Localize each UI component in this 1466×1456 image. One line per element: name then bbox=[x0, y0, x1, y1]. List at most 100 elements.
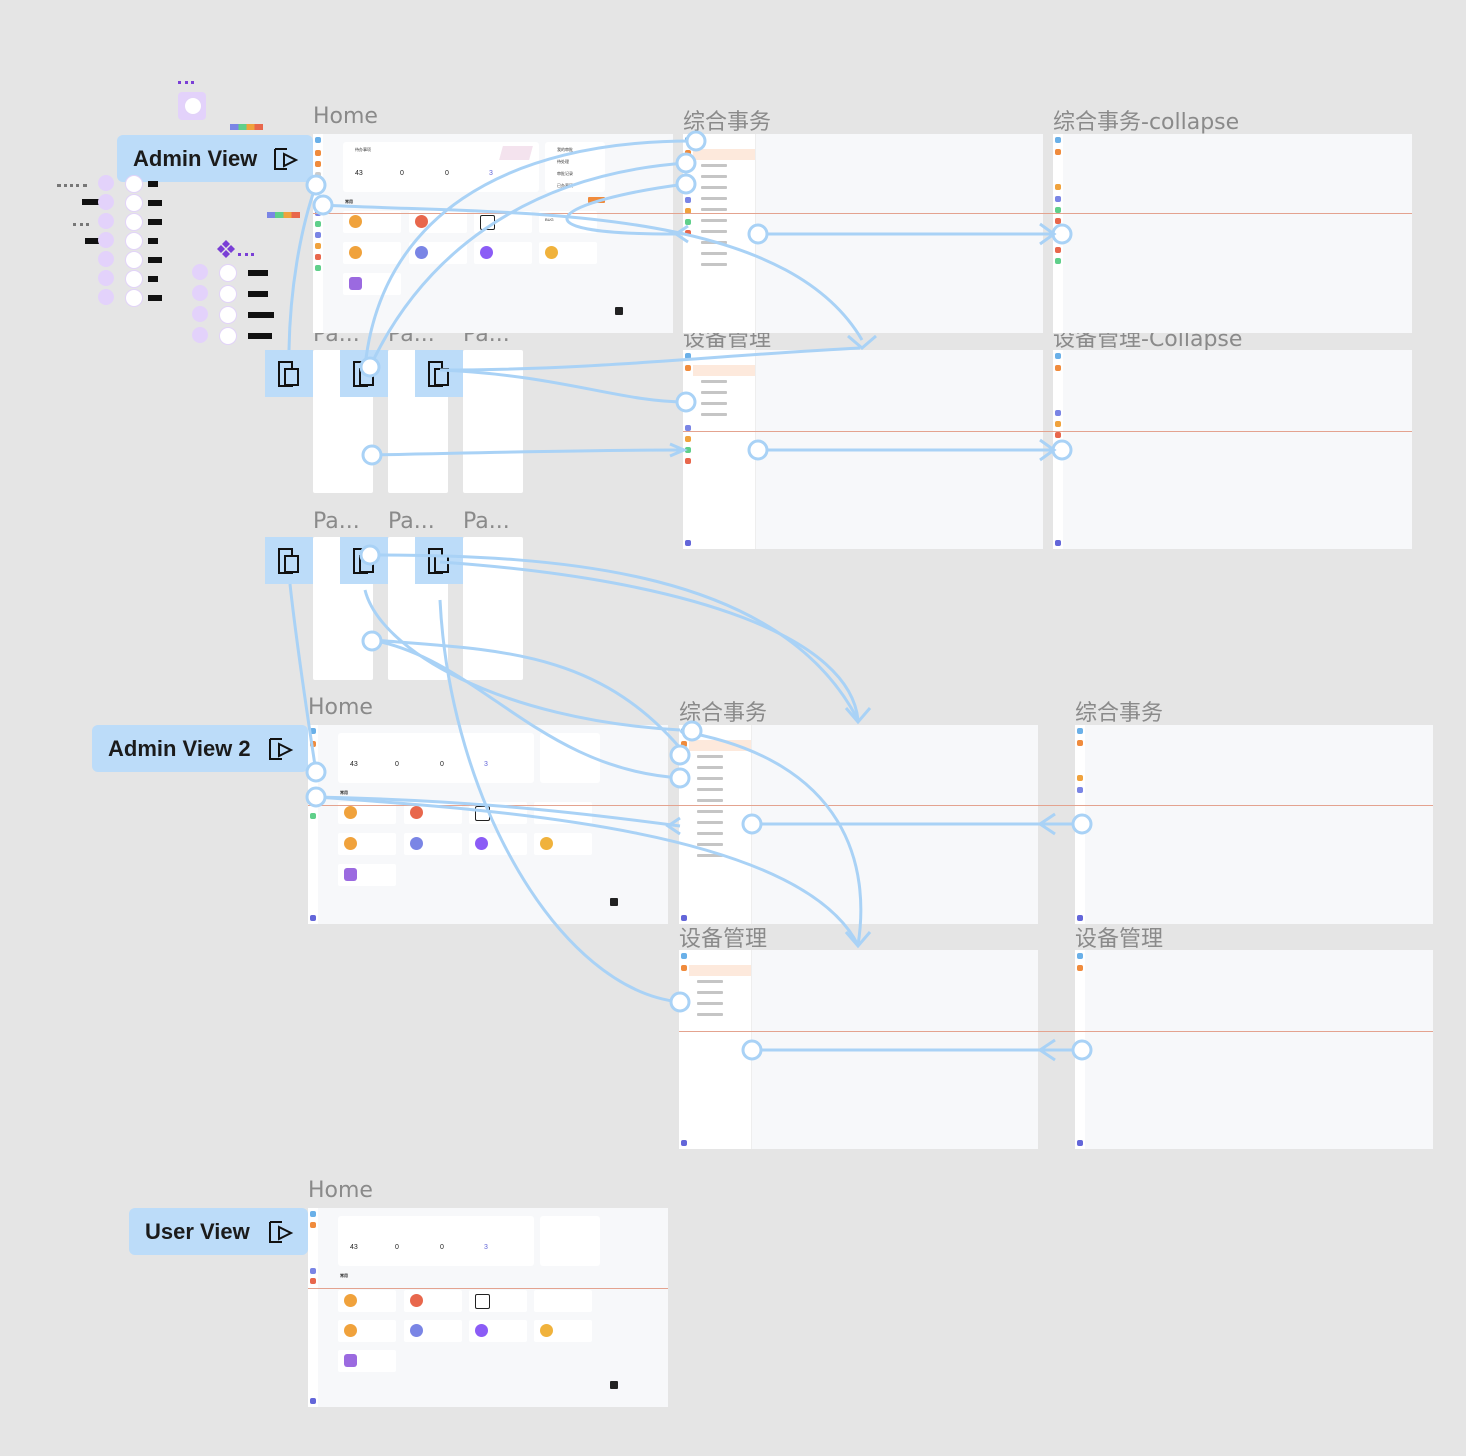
app-tile[interactable] bbox=[534, 1290, 592, 1312]
sidebar bbox=[679, 950, 689, 1149]
app-tile[interactable] bbox=[474, 242, 532, 264]
sidebar bbox=[683, 134, 693, 333]
app-tile[interactable] bbox=[404, 1290, 462, 1312]
quick-link[interactable]: 审批记录 bbox=[557, 171, 573, 176]
frame-title-zonghe-2[interactable]: 综合事务 bbox=[679, 701, 768, 726]
quick-links-card bbox=[540, 1216, 600, 1266]
quick-link[interactable]: 待处理 bbox=[557, 159, 569, 164]
todo-card: 待办事项 43 0 0 3 bbox=[343, 142, 539, 192]
frame-title-shebei-2[interactable]: 设备管理 bbox=[679, 927, 768, 952]
shebei-screen-3[interactable] bbox=[1075, 950, 1433, 1149]
frame-title-pa[interactable]: Pa... bbox=[313, 509, 360, 534]
component-label bbox=[85, 238, 99, 244]
frame-title-pa[interactable]: Pa... bbox=[463, 509, 510, 534]
sidebar bbox=[1053, 350, 1063, 549]
app-tile[interactable] bbox=[343, 211, 401, 233]
component-node[interactable] bbox=[184, 97, 202, 115]
app-tile[interactable] bbox=[338, 833, 396, 855]
app-tile[interactable] bbox=[474, 211, 532, 233]
quick-links-card bbox=[540, 733, 600, 783]
app-tile[interactable] bbox=[338, 1320, 396, 1342]
home-screen[interactable]: 待办事项 43 0 0 3 我的审批 待处理 审批记录 已办事项 常用 BUG bbox=[313, 134, 673, 333]
frame-title-zonghe-3[interactable]: 综合事务 bbox=[1075, 701, 1164, 726]
shebei-screen[interactable] bbox=[683, 350, 1043, 549]
copy-frame-icon[interactable] bbox=[265, 537, 313, 584]
stat-value: 0 bbox=[395, 1244, 399, 1251]
todo-card: 43 0 0 3 bbox=[338, 733, 534, 783]
zonghe-screen-3[interactable] bbox=[1075, 725, 1433, 924]
app-tile[interactable] bbox=[409, 211, 467, 233]
todo-title: 待办事项 bbox=[355, 147, 371, 152]
sidebar bbox=[1075, 950, 1085, 1149]
flow-user-view[interactable]: User View bbox=[129, 1208, 308, 1255]
app-tile[interactable] bbox=[343, 273, 401, 295]
chat-icon[interactable] bbox=[615, 307, 623, 315]
add-button[interactable] bbox=[588, 197, 605, 203]
sidebar bbox=[308, 1208, 318, 1407]
flow-label: User View bbox=[145, 1218, 250, 1244]
copy-frame-icon[interactable] bbox=[265, 350, 313, 397]
app-tile[interactable] bbox=[469, 1320, 527, 1342]
app-tile[interactable] bbox=[338, 1290, 396, 1312]
sidebar bbox=[313, 134, 323, 333]
app-tile[interactable]: BUG bbox=[539, 211, 597, 233]
frame-title-home-3[interactable]: Home bbox=[308, 1178, 373, 1203]
frame-title-zonghe-collapse[interactable]: 综合事务-collapse bbox=[1053, 110, 1240, 135]
copy-frame-icon[interactable] bbox=[415, 537, 463, 584]
flow-admin-view[interactable]: Admin View bbox=[117, 135, 313, 182]
zonghe-screen-2[interactable] bbox=[679, 725, 1038, 924]
frame-title-zonghe[interactable]: 综合事务 bbox=[683, 110, 772, 135]
submenu-panel bbox=[689, 725, 752, 924]
app-tile[interactable] bbox=[539, 242, 597, 264]
shebei-screen-2[interactable] bbox=[679, 950, 1038, 1149]
app-tile[interactable] bbox=[404, 1320, 462, 1342]
component-label bbox=[82, 199, 99, 205]
app-tile[interactable] bbox=[343, 242, 401, 264]
copy-frame-icon[interactable] bbox=[415, 350, 463, 397]
zonghe-collapse-screen[interactable] bbox=[1053, 134, 1412, 333]
divider-line bbox=[313, 213, 1412, 214]
app-tile[interactable] bbox=[338, 1350, 396, 1372]
app-tile[interactable] bbox=[469, 1290, 527, 1312]
copy-frame-icon[interactable] bbox=[340, 537, 388, 584]
app-tile[interactable] bbox=[534, 1320, 592, 1342]
chat-icon[interactable] bbox=[610, 898, 618, 906]
stat-value: 3 bbox=[484, 761, 488, 768]
flow-label: Admin View bbox=[133, 145, 258, 171]
app-list-panel[interactable] bbox=[463, 350, 523, 493]
copy-frame-icon[interactable] bbox=[340, 350, 388, 397]
frame-title-home-2[interactable]: Home bbox=[308, 695, 373, 720]
divider-line bbox=[679, 1031, 1433, 1032]
quick-link[interactable]: 我的审批 bbox=[557, 147, 573, 152]
frame-title-home[interactable]: Home bbox=[313, 104, 378, 129]
app-tile[interactable] bbox=[469, 833, 527, 855]
app-tile[interactable] bbox=[409, 242, 467, 264]
stat-value: 3 bbox=[489, 170, 493, 177]
app-list-panel[interactable] bbox=[463, 537, 523, 680]
chat-icon[interactable] bbox=[610, 1381, 618, 1389]
connector bbox=[287, 184, 318, 351]
sidebar bbox=[1053, 134, 1063, 333]
shebei-collapse-screen[interactable] bbox=[1053, 350, 1412, 549]
more-dots-icon bbox=[238, 253, 254, 259]
flow-label: Admin View 2 bbox=[108, 735, 251, 761]
app-tile[interactable] bbox=[338, 864, 396, 886]
divider-line bbox=[308, 805, 1433, 806]
sidebar bbox=[679, 725, 689, 924]
frame-title-pa[interactable]: Pa... bbox=[388, 509, 435, 534]
app-tile[interactable] bbox=[534, 833, 592, 855]
divider-line bbox=[683, 431, 1412, 432]
section-label: 常用 bbox=[340, 790, 348, 795]
submenu-panel bbox=[689, 950, 752, 1149]
more-dots-icon bbox=[57, 184, 87, 190]
home-screen-3[interactable]: 43 0 0 3 常用 bbox=[308, 1208, 668, 1407]
flow-admin-view-2[interactable]: Admin View 2 bbox=[92, 725, 308, 772]
stat-value: 0 bbox=[400, 170, 404, 177]
quick-link[interactable]: 已办事项 bbox=[557, 183, 573, 188]
home-screen-2[interactable]: 43 0 0 3 常用 bbox=[308, 725, 668, 924]
zonghe-screen[interactable] bbox=[683, 134, 1043, 333]
sidebar bbox=[1075, 725, 1085, 924]
stat-value: 43 bbox=[350, 1244, 358, 1251]
app-tile[interactable] bbox=[404, 833, 462, 855]
frame-title-shebei-3[interactable]: 设备管理 bbox=[1075, 927, 1164, 952]
